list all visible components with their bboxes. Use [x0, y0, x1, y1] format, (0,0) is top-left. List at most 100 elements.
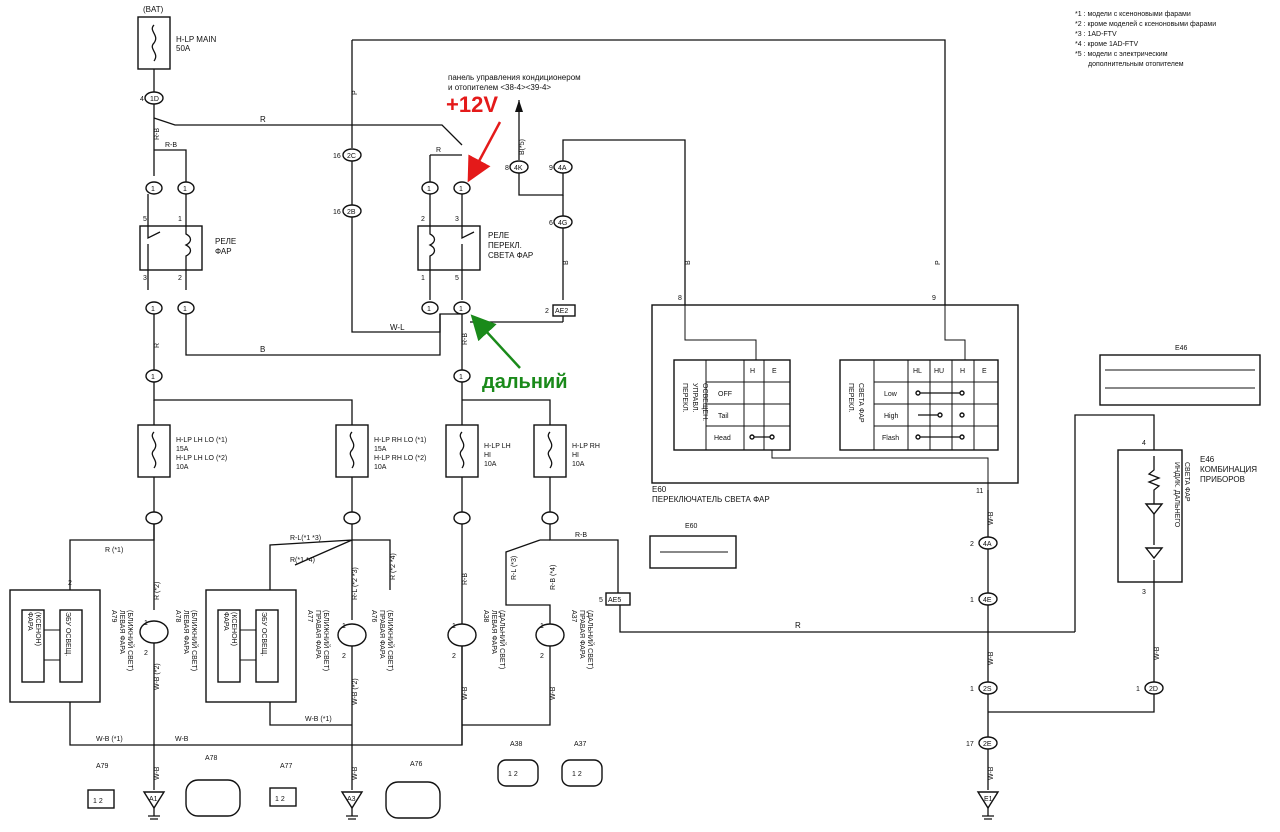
svg-text:OFF: OFF	[718, 391, 732, 398]
svg-text:E46: E46	[1200, 455, 1215, 464]
svg-text:16: 16	[333, 209, 341, 216]
svg-text:A76: A76	[370, 610, 377, 623]
svg-text:P: P	[935, 260, 942, 265]
svg-text:1 2: 1 2	[508, 771, 518, 778]
svg-text:E60: E60	[652, 485, 667, 494]
annotation-far-arrow	[470, 314, 521, 369]
svg-text:1: 1	[459, 186, 463, 193]
svg-text:Flash: Flash	[882, 435, 899, 442]
svg-text:R(*1 *4): R(*1 *4)	[290, 557, 315, 564]
svg-text:1: 1	[459, 306, 463, 313]
svg-text:4E: 4E	[983, 597, 992, 604]
svg-text:1: 1	[421, 275, 425, 282]
dimmer-relay	[417, 225, 481, 271]
svg-text:9: 9	[549, 165, 553, 172]
svg-text:HU: HU	[934, 368, 944, 375]
svg-text:2D: 2D	[1149, 686, 1158, 693]
svg-text:W-B: W-B	[175, 736, 189, 743]
connector-drawings: A79 1 2 A78 A77 1 2 A76 A38 1 2 A37 1 2	[87, 741, 603, 819]
svg-text:50A: 50A	[176, 44, 191, 53]
headlight-relay	[139, 225, 203, 271]
footnotes: *1 : модели с ксеноновыми фарами *2 : кр…	[1075, 11, 1216, 68]
svg-text:1: 1	[183, 306, 187, 313]
svg-text:A76: A76	[410, 761, 423, 768]
svg-text:РЕЛЕ: РЕЛЕ	[488, 231, 509, 240]
svg-text:и отопителем <38-4><39-4>: и отопителем <38-4><39-4>	[448, 83, 551, 92]
svg-text:2: 2	[540, 653, 544, 660]
svg-text:ПРИБОРОВ: ПРИБОРОВ	[1200, 475, 1245, 484]
svg-text:HI: HI	[572, 452, 579, 459]
svg-text:ЛЕВАЯ ФАРА: ЛЕВАЯ ФАРА	[118, 610, 125, 654]
svg-text:R-B: R-B	[165, 142, 177, 149]
svg-text:R-L (*2 *3): R-L (*2 *3)	[352, 567, 359, 600]
svg-text:10A: 10A	[176, 464, 189, 471]
svg-text:E: E	[772, 368, 777, 375]
svg-text:A37: A37	[574, 741, 587, 748]
svg-text:10A: 10A	[484, 461, 497, 468]
svg-text:A77: A77	[306, 610, 313, 623]
svg-text:1: 1	[427, 186, 431, 193]
svg-text:W-B: W-B	[154, 766, 161, 780]
svg-text:W-B (*2): W-B (*2)	[352, 678, 359, 705]
svg-text:2B: 2B	[347, 209, 356, 216]
svg-text:2: 2	[545, 308, 549, 315]
svg-text:R-B: R-B	[154, 128, 161, 140]
svg-text:AE5: AE5	[608, 597, 621, 604]
svg-text:HL: HL	[913, 368, 922, 375]
svg-text:ПРАВАЯ ФАРА: ПРАВАЯ ФАРА	[314, 610, 321, 659]
svg-text:5: 5	[455, 275, 459, 282]
svg-text:2: 2	[452, 653, 456, 660]
annotation-12v: +12V	[446, 92, 498, 117]
svg-text:ИНДИК. ДАЛЬНЕГО: ИНДИК. ДАЛЬНЕГО	[1173, 462, 1180, 528]
main-fuse-label: H-LP MAIN	[176, 35, 217, 44]
svg-text:ОСВЕЩЕН.: ОСВЕЩЕН.	[701, 383, 708, 421]
relay-label: РЕЛЕ	[215, 237, 236, 246]
svg-text:E: E	[982, 368, 987, 375]
svg-text:A79: A79	[96, 763, 109, 770]
svg-text:A79: A79	[110, 610, 117, 623]
svg-text:*1 : модели с ксеноновыми фара: *1 : модели с ксеноновыми фарами	[1075, 11, 1191, 18]
svg-text:H: H	[750, 368, 755, 375]
svg-text:ФАРА: ФАРА	[222, 612, 229, 631]
svg-text:16: 16	[333, 153, 341, 160]
svg-text:W-B: W-B	[550, 686, 557, 700]
svg-text:1: 1	[151, 186, 155, 193]
annotation-12v-arrow	[467, 121, 502, 183]
svg-text:R-B: R-B	[462, 573, 469, 585]
svg-text:H-LP LH LO (*1): H-LP LH LO (*1)	[176, 437, 227, 444]
svg-text:B: B	[260, 345, 265, 354]
svg-text:E60: E60	[685, 523, 698, 530]
svg-text:СВЕТА ФАР: СВЕТА ФАР	[857, 383, 864, 423]
svg-text:A77: A77	[280, 763, 293, 770]
svg-text:R-L (*3): R-L (*3)	[511, 556, 518, 580]
svg-text:(КСЕНОН): (КСЕНОН)	[230, 612, 237, 646]
svg-text:2S: 2S	[983, 686, 992, 693]
svg-text:R (*2): R (*2)	[154, 582, 161, 600]
svg-text:R: R	[436, 147, 441, 154]
svg-text:W-B (*2): W-B (*2)	[154, 663, 161, 690]
svg-text:4G: 4G	[558, 220, 567, 227]
svg-text:W-B: W-B	[462, 686, 469, 700]
main-fuse-symbol	[151, 24, 157, 62]
svg-text:5: 5	[143, 216, 147, 223]
svg-text:1 2: 1 2	[572, 771, 582, 778]
svg-text:ПЕРЕКЛ.: ПЕРЕКЛ.	[847, 383, 854, 413]
svg-text:R-B: R-B	[462, 333, 469, 345]
svg-text:2: 2	[342, 653, 346, 660]
svg-text:B: B	[563, 260, 570, 265]
svg-text:17: 17	[966, 741, 974, 748]
svg-text:ФАР: ФАР	[215, 247, 232, 256]
svg-text:W-B: W-B	[352, 766, 359, 780]
svg-text:ЛЕВАЯ ФАРА: ЛЕВАЯ ФАРА	[490, 610, 497, 654]
svg-text:H-LP RH LO (*2): H-LP RH LO (*2)	[374, 455, 426, 462]
svg-text:1: 1	[144, 620, 148, 627]
svg-text:ЭБУ ОСВЕЩ.: ЭБУ ОСВЕЩ.	[260, 612, 267, 656]
svg-text:R-L(*1 *3): R-L(*1 *3)	[290, 535, 321, 542]
svg-text:11: 11	[976, 488, 983, 495]
svg-text:*3 : 1AD-FTV: *3 : 1AD-FTV	[1075, 31, 1117, 38]
svg-text:ЭБУ ОСВЕЩ.: ЭБУ ОСВЕЩ.	[64, 612, 71, 656]
annotation-far: дальний	[482, 371, 568, 393]
svg-text:1: 1	[452, 623, 456, 630]
svg-text:W-B: W-B	[988, 651, 995, 665]
svg-text:(КСЕНОН): (КСЕНОН)	[34, 612, 41, 646]
